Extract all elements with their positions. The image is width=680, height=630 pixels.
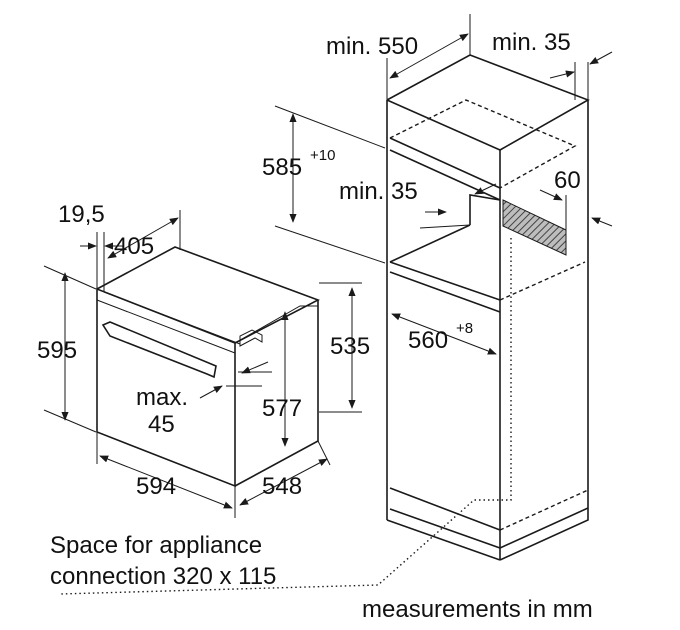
label-top-gap: min. 35 [492,29,571,56]
label-oven-width: 594 [136,473,176,500]
vent-opening [502,199,567,256]
label-side-gap: min. 35 [339,178,418,205]
oven-top-face [96,246,320,344]
oven-dimensions [43,210,362,518]
note-connection-line2: connection 320 x 115 [50,563,276,590]
label-niche-width: 560 [408,327,448,354]
label-cabinet-depth: min. 550 [326,33,418,60]
label-niche-height-tol: +10 [310,147,335,164]
label-oven-depth: 548 [262,473,302,500]
cabinet-drawing [59,54,590,595]
cabinet-dimensions [274,14,613,355]
label-inner-height-a: 535 [330,333,370,360]
label-body-width: 405 [114,233,154,260]
oven-side-face [234,300,319,487]
label-handle-gap-max: max. [136,384,188,411]
label-vent: 60 [554,167,581,194]
label-oven-height: 595 [37,337,77,364]
label-niche-width-tol: +8 [456,320,473,337]
oven-door-handle [101,321,217,379]
label-handle-gap-value: 45 [148,411,175,438]
note-units: measurements in mm [362,596,593,623]
label-niche-height: 585 [262,154,302,181]
note-connection-line1: Space for appliance [50,532,262,559]
label-inner-height-b: 577 [262,395,302,422]
label-front-panel-depth: 19,5 [58,201,105,228]
